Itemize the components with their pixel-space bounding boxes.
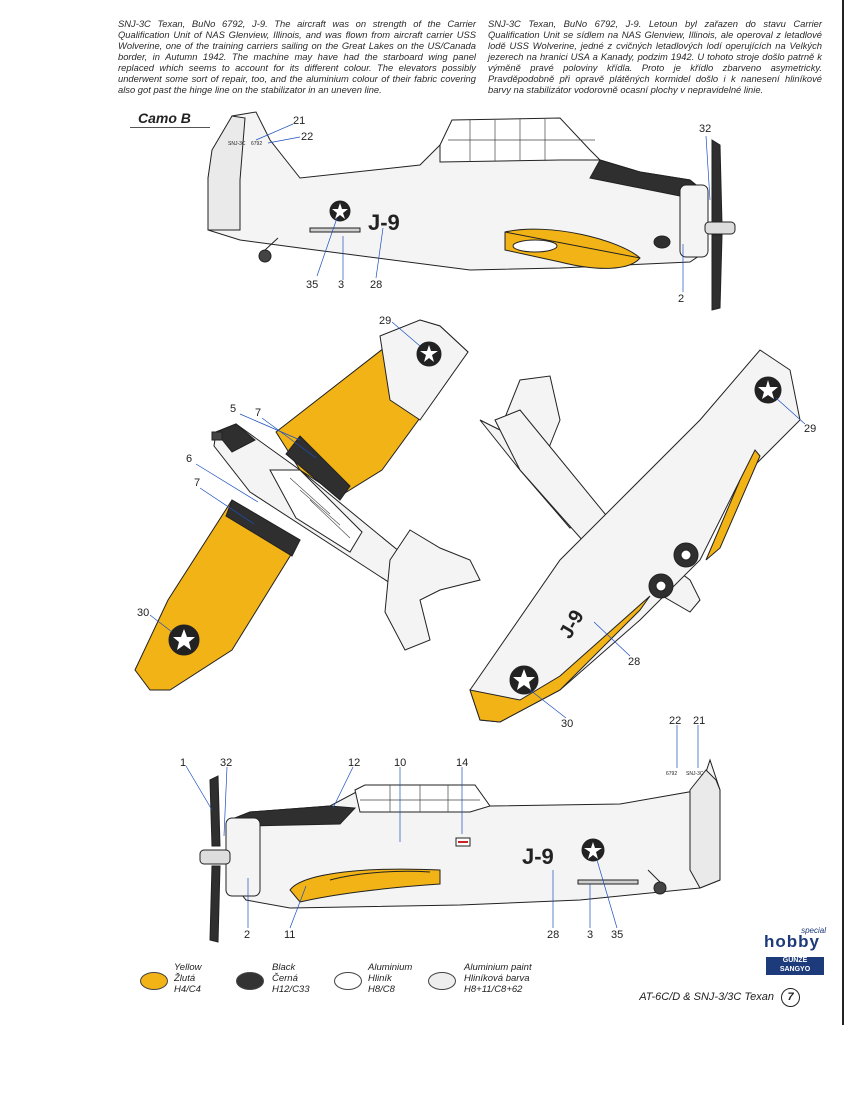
canopy-bottom-profile [354, 784, 491, 813]
callouts-lower-plan [529, 397, 806, 719]
callout-7a-upper: 7 [255, 407, 261, 419]
callouts-top-profile [255, 123, 711, 292]
legend-aluminium-code: H8/C8 [368, 984, 395, 995]
cowling-top [679, 184, 709, 258]
legend-yellow: Yellow Žlutá H4/C4 [174, 962, 264, 995]
callout-numbers-top: 21 22 32 35 3 28 2 [293, 115, 711, 305]
propeller-bottom-profile [209, 775, 221, 847]
code-bottom-profile: J-9 [522, 844, 554, 869]
callout-29-upper: 29 [379, 315, 391, 327]
legend-yellow-code: H4/C4 [174, 984, 201, 995]
callout-3-bottom: 3 [587, 929, 593, 941]
swatch-black [236, 972, 264, 990]
swatch-aluminium [334, 972, 362, 990]
lower-plan-view: J-9 [469, 349, 801, 723]
callout-numbers-bottom: 1 32 12 10 14 22 21 2 11 28 3 35 [180, 715, 705, 941]
top-side-profile: SNJ-3C 6792 J-9 [207, 111, 736, 311]
callout-21-top: 21 [293, 115, 305, 127]
footer: AT-6C/D & SNJ-3/3C Texan 7 [639, 988, 800, 1007]
callout-7b-upper: 7 [194, 477, 200, 489]
callout-2-bottom: 2 [244, 929, 250, 941]
callout-22-bottom: 22 [669, 715, 681, 727]
legend-aluminium-paint-code: H8+11/C8+62 [464, 984, 523, 995]
callout-1-bottom: 1 [180, 757, 186, 769]
footer-title: AT-6C/D & SNJ-3/3C Texan [639, 991, 774, 1003]
swatch-yellow [140, 972, 168, 990]
intro-text-czech: SNJ-3C Texan, BuNo 6792, J-9. Letoun byl… [488, 18, 822, 95]
legend-aluminium-paint-cz: Hliníková barva [464, 973, 530, 984]
legend-black-en: Black [272, 962, 296, 973]
callout-5-upper: 5 [230, 403, 236, 415]
fin-serial-top: SNJ-3C [228, 141, 246, 147]
rudder-top-profile [207, 115, 246, 231]
callouts-upper-plan [149, 321, 421, 633]
callout-10-bottom: 10 [394, 757, 406, 769]
callout-35-bottom: 35 [611, 929, 623, 941]
camo-label: Camo B [138, 110, 191, 126]
legend-aluminium: Aluminium Hliník H8/C8 [368, 962, 458, 995]
legend-black: Black Černá H12/C33 [272, 962, 362, 995]
logo-special-text: special [801, 926, 826, 935]
code-top-profile: J-9 [368, 210, 400, 235]
propeller-top-profile [711, 139, 723, 226]
callout-numbers-upper-plan: 29 5 7 6 7 30 [137, 315, 391, 619]
special-hobby-logo: special hobby [764, 926, 826, 952]
callout-12-bottom: 12 [348, 757, 360, 769]
upper-plan-view [134, 319, 481, 691]
legend-aluminium-paint: Aluminium paint Hliníková barva H8+11/C8… [464, 962, 574, 995]
page-number: 7 [781, 988, 800, 1007]
cowling-bottom [225, 817, 261, 897]
legend-black-cz: Černá [272, 973, 298, 984]
callout-21-bottom: 21 [693, 715, 705, 727]
callout-30-upper: 30 [137, 607, 149, 619]
logo-gunze-text: GUNZE [782, 957, 808, 964]
intro-text-english: SNJ-3C Texan, BuNo 6792, J-9. The aircra… [118, 18, 476, 95]
tailplane-upper-plan [384, 529, 481, 651]
callout-28-top: 28 [370, 279, 382, 291]
callout-14-bottom: 14 [456, 757, 468, 769]
legend-yellow-cz: Žlutá [174, 973, 196, 984]
fin-serial-bottom: SNJ-3C [686, 771, 704, 777]
callouts-bottom-profile [185, 725, 699, 929]
wing-yellow-bottom-profile [289, 868, 441, 903]
camo-underline [130, 127, 210, 128]
callout-3-top: 3 [338, 279, 344, 291]
callout-6-upper: 6 [186, 453, 192, 465]
legend-aluminium-cz: Hliník [368, 973, 392, 984]
callout-32-top: 32 [699, 123, 711, 135]
callout-11-bottom: 11 [284, 929, 295, 941]
callout-28-lower: 28 [628, 656, 640, 668]
legend-black-code: H12/C33 [272, 984, 310, 995]
fin-buno-top: 6792 [251, 141, 262, 147]
legend-aluminium-en: Aluminium [368, 962, 413, 973]
gunze-sangyo-logo: GUNZE SANGYO [766, 957, 824, 975]
callout-35-top: 35 [306, 279, 318, 291]
callout-2-top: 2 [678, 293, 684, 305]
callout-29-lower: 29 [804, 423, 816, 435]
logo-sangyo-text: SANGYO [779, 965, 811, 973]
bottom-side-profile: 6792 SNJ-3C J-9 [199, 758, 721, 943]
page-edge-line [842, 0, 844, 1025]
legend-aluminium-paint-en: Aluminium paint [464, 962, 532, 973]
callout-30-lower: 30 [561, 718, 573, 730]
callout-22-top: 22 [301, 131, 313, 143]
swatch-aluminium-paint [428, 972, 456, 990]
logo-hobby-text: hobby [764, 932, 820, 951]
fin-buno-bottom: 6792 [666, 771, 677, 777]
legend-yellow-en: Yellow [174, 962, 202, 973]
callout-32-bottom: 32 [220, 757, 232, 769]
callout-28-bottom: 28 [547, 929, 559, 941]
callout-numbers-lower-plan: 29 28 30 [561, 423, 816, 730]
